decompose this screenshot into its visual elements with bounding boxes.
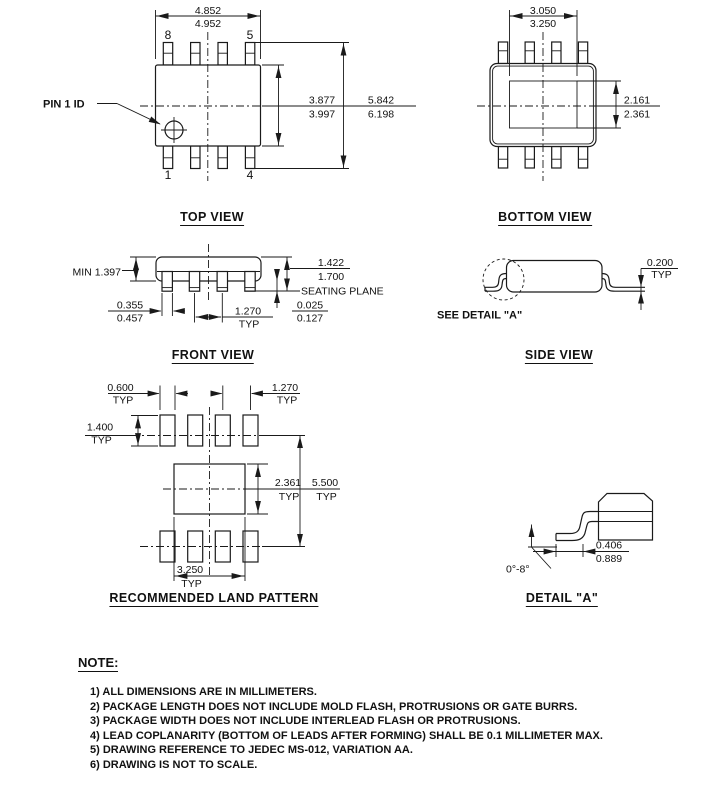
pin-number-5: 5 — [247, 28, 254, 42]
side-lead-thk: 0.200 — [647, 257, 673, 269]
top-body-h-min: 3.877 — [309, 95, 335, 107]
top-body-h-max: 3.997 — [309, 109, 335, 121]
top-view-drawing: 4.852 4.952 3.877 3.997 5.842 6.198 PIN … — [43, 5, 416, 182]
front-height-max: 1.700 — [318, 271, 344, 283]
land-center-w-typ: TYP — [181, 578, 201, 590]
land-pitch-typ: TYP — [277, 395, 297, 407]
land-pad-h-typ: TYP — [91, 435, 111, 447]
bottom-view-pins — [497, 41, 589, 169]
front-lead-w-min: 0.355 — [117, 300, 143, 312]
land-pad-w-typ: TYP — [113, 395, 133, 407]
top-view-title: TOP VIEW — [180, 210, 244, 226]
detail-a-drawing: 0.406 0.889 0°-8° — [506, 492, 654, 576]
top-body-height-dimension — [262, 64, 284, 147]
side-view-left-lead — [484, 272, 507, 292]
detail-angle: 0°-8° — [506, 564, 530, 576]
land-span: 5.500 — [312, 477, 338, 489]
front-view-leads — [161, 270, 256, 292]
side-view-drawing: SEE DETAIL "A" 0.200 TYP — [437, 257, 678, 322]
pin1-leader-arrow — [116, 103, 161, 125]
note-item-3: 3) PACKAGE WIDTH DOES NOT INCLUDE INTERL… — [90, 715, 521, 728]
front-height-min: 1.422 — [318, 257, 344, 269]
side-view-right-lead — [601, 272, 645, 292]
front-view-title: FRONT VIEW — [171, 348, 255, 364]
land-pitch-dimension — [210, 385, 300, 410]
pin1-indicator-crosshair — [161, 117, 187, 143]
front-standoff-min: 0.025 — [297, 300, 323, 312]
pin1-id-label: PIN 1 ID — [43, 99, 85, 111]
land-pad-height-dimension — [131, 415, 158, 447]
front-seating-plane-label: SEATING PLANE — [301, 286, 384, 298]
bottom-pad-width-dimension — [509, 10, 578, 76]
land-span-typ: TYP — [316, 491, 336, 503]
land-center-h: 2.361 — [275, 477, 301, 489]
side-lead-thk-typ: TYP — [651, 269, 671, 281]
land-pattern-title: RECOMMENDED LAND PATTERN — [109, 591, 319, 607]
see-detail-a-label: SEE DETAIL "A" — [437, 310, 522, 322]
detail-a-callout-circle — [482, 258, 525, 301]
front-overall-height-dimension — [245, 256, 350, 292]
front-lead-w-max: 0.457 — [117, 313, 143, 325]
side-view-title: SIDE VIEW — [524, 348, 594, 364]
detail-foot-max: 0.889 — [596, 553, 622, 565]
land-pattern-drawing: 0.600 TYP 1.270 TYP 1.400 TYP 2.361 TYP … — [85, 382, 340, 590]
bottom-pad-h-min: 2.161 — [624, 95, 650, 107]
front-pitch-typ: TYP — [239, 319, 259, 331]
pin-number-4: 4 — [247, 168, 254, 182]
land-center-h-typ: TYP — [279, 491, 299, 503]
side-view-body — [505, 259, 603, 293]
front-min-height: MIN 1.397 — [73, 267, 122, 279]
front-view-drawing: MIN 1.397 1.422 1.700 SEATING PLANE 0.35… — [73, 244, 384, 331]
detail-a-angle-construct — [528, 524, 557, 569]
top-width-min: 4.852 — [195, 5, 221, 17]
front-pitch-dimension — [194, 293, 273, 323]
top-view-pins — [162, 41, 256, 170]
side-lead-thickness-dimension — [638, 268, 678, 310]
top-overall-min: 5.842 — [368, 95, 394, 107]
detail-a-lead — [555, 510, 599, 542]
front-pitch: 1.270 — [235, 306, 261, 318]
note-list: 1) ALL DIMENSIONS ARE IN MILLIMETERS. 2)… — [90, 685, 603, 772]
front-lead-width-dimension — [108, 293, 185, 316]
note-item-5: 5) DRAWING REFERENCE TO JEDEC MS-012, VA… — [90, 744, 413, 757]
bottom-view-title: BOTTOM VIEW — [498, 210, 592, 226]
land-center-height-dimension — [247, 463, 268, 515]
bottom-pad-height-dimension — [577, 80, 621, 129]
bottom-pad-h-max: 2.361 — [624, 109, 650, 121]
bottom-pad-w-min: 3.050 — [530, 5, 556, 17]
bottom-view-drawing: 3.050 3.250 2.161 2.361 — [477, 5, 660, 181]
note-item-4: 4) LEAD COPLANARITY (BOTTOM OF LEADS AFT… — [90, 729, 603, 742]
top-overall-max: 6.198 — [368, 109, 394, 121]
top-overall-height-dimension — [255, 42, 349, 169]
note-item-2: 2) PACKAGE LENGTH DOES NOT INCLUDE MOLD … — [90, 700, 578, 713]
note-item-6: 6) DRAWING IS NOT TO SCALE. — [90, 758, 258, 771]
detail-a-body — [597, 492, 654, 541]
note-heading: NOTE: — [78, 655, 119, 672]
pin-number-1: 1 — [165, 168, 172, 182]
land-pitch: 1.270 — [272, 382, 298, 394]
land-pad-w: 0.600 — [107, 382, 133, 394]
bottom-pad-w-max: 3.250 — [530, 18, 556, 30]
front-standoff-max: 0.127 — [297, 313, 323, 325]
front-min-height-dimension — [122, 256, 156, 282]
detail-a-foot-dimension — [533, 544, 629, 557]
land-center-width-dimension — [173, 517, 246, 581]
detail-a-lead-inner-lines — [598, 511, 652, 522]
note-item-1: 1) ALL DIMENSIONS ARE IN MILLIMETERS. — [90, 686, 317, 698]
front-standoff-dimension — [274, 268, 328, 312]
pin-number-8: 8 — [165, 28, 172, 42]
top-width-dimension — [155, 10, 261, 59]
detail-foot-min: 0.406 — [596, 540, 622, 552]
land-pad-width-dimension — [108, 385, 188, 410]
top-width-max: 4.952 — [195, 18, 221, 30]
detail-a-title: DETAIL "A" — [525, 591, 599, 607]
land-pad-h: 1.400 — [87, 422, 113, 434]
land-center-w: 3.250 — [177, 564, 203, 576]
